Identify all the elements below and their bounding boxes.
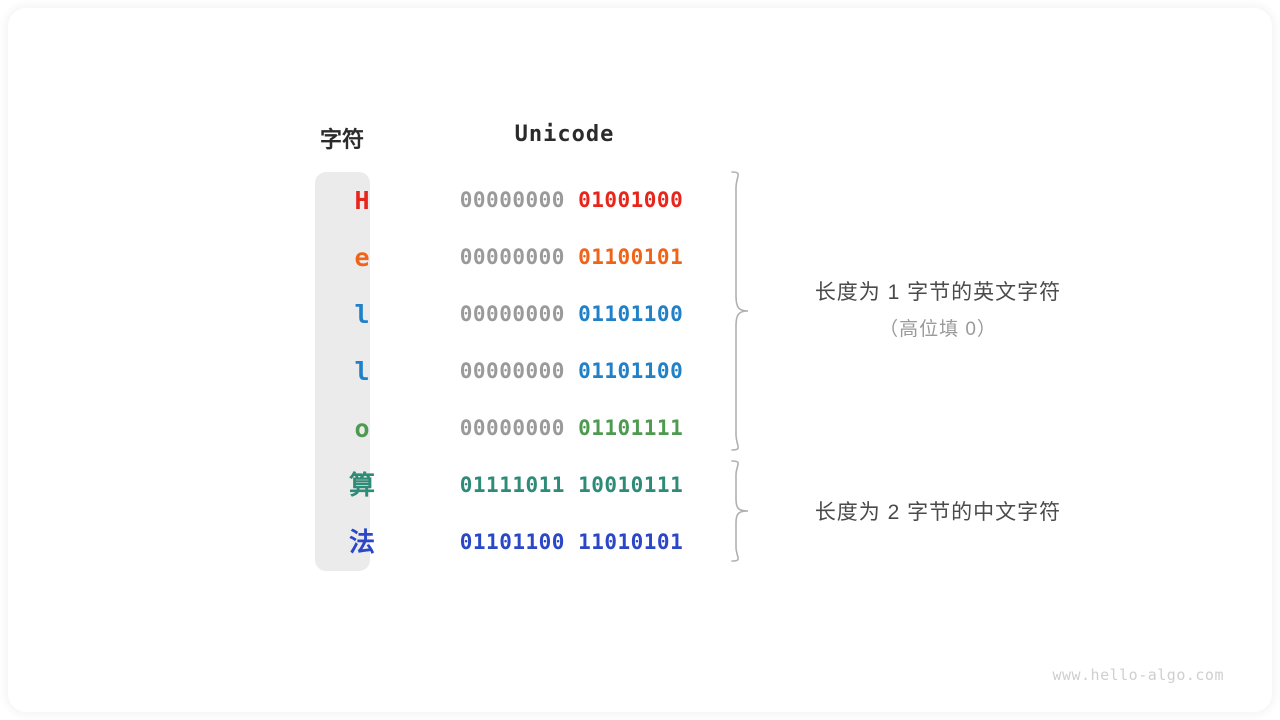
table-row: e 00000000 01100101 — [295, 229, 715, 286]
character-column-background — [315, 172, 370, 571]
row-bits-high: 00000000 — [459, 416, 565, 440]
row-character: l — [354, 300, 370, 329]
row-bits-low: 01001000 — [578, 188, 684, 212]
row-character: H — [354, 186, 370, 215]
group-brace-one-byte — [731, 171, 749, 451]
table-row: 算 01111011 10010111 — [295, 457, 715, 514]
row-bits-low: 11010101 — [578, 530, 684, 554]
table-row: H 00000000 01001000 — [295, 172, 715, 229]
annotation-one-byte: 长度为 1 字节的英文字符 （高位填 0） — [773, 276, 1103, 341]
row-bits-high: 00000000 — [459, 188, 565, 212]
column-header-character: 字符 — [319, 127, 364, 152]
row-bits-high: 00000000 — [459, 359, 565, 383]
row-bits: 00000000 01101111 — [428, 400, 715, 457]
figure-card: 字符 Unicode H 00000000 01001000 e 0000000… — [8, 8, 1272, 712]
table-row: l 00000000 01101100 — [295, 286, 715, 343]
annotation-one-byte-main: 长度为 1 字节的英文字符 — [814, 281, 1062, 304]
row-bits-high: 00000000 — [459, 302, 565, 326]
row-bits-low: 01101100 — [578, 359, 684, 383]
row-bits-low: 01100101 — [578, 245, 684, 269]
row-bits-low: 01101100 — [578, 302, 684, 326]
row-bits-low: 10010111 — [578, 473, 684, 497]
row-bits-low: 01101111 — [578, 416, 684, 440]
row-character: e — [354, 243, 370, 272]
annotation-two-byte-main: 长度为 2 字节的中文字符 — [814, 501, 1062, 524]
row-bits-high: 01111011 — [459, 473, 565, 497]
row-bits: 01111011 10010111 — [428, 457, 715, 514]
annotation-two-byte: 长度为 2 字节的中文字符 — [773, 496, 1103, 526]
row-bits: 00000000 01001000 — [428, 172, 715, 229]
watermark: www.hello-algo.com — [1052, 666, 1224, 684]
row-bits-high: 00000000 — [459, 245, 565, 269]
annotation-one-byte-sub: （高位填 0） — [879, 319, 997, 340]
row-character: 法 — [348, 527, 375, 557]
table-row: o 00000000 01101111 — [295, 400, 715, 457]
row-bits: 01101100 11010101 — [428, 514, 715, 571]
row-bits-high: 01101100 — [459, 530, 565, 554]
row-character: 算 — [348, 470, 375, 500]
row-bits: 00000000 01101100 — [428, 286, 715, 343]
row-character: l — [354, 357, 370, 386]
table-row: l 00000000 01101100 — [295, 343, 715, 400]
column-header-unicode: Unicode — [514, 122, 615, 147]
row-bits: 00000000 01101100 — [428, 343, 715, 400]
table-row: 法 01101100 11010101 — [295, 514, 715, 571]
row-character: o — [354, 414, 370, 443]
row-bits: 00000000 01100101 — [428, 229, 715, 286]
group-brace-two-byte — [731, 460, 749, 562]
